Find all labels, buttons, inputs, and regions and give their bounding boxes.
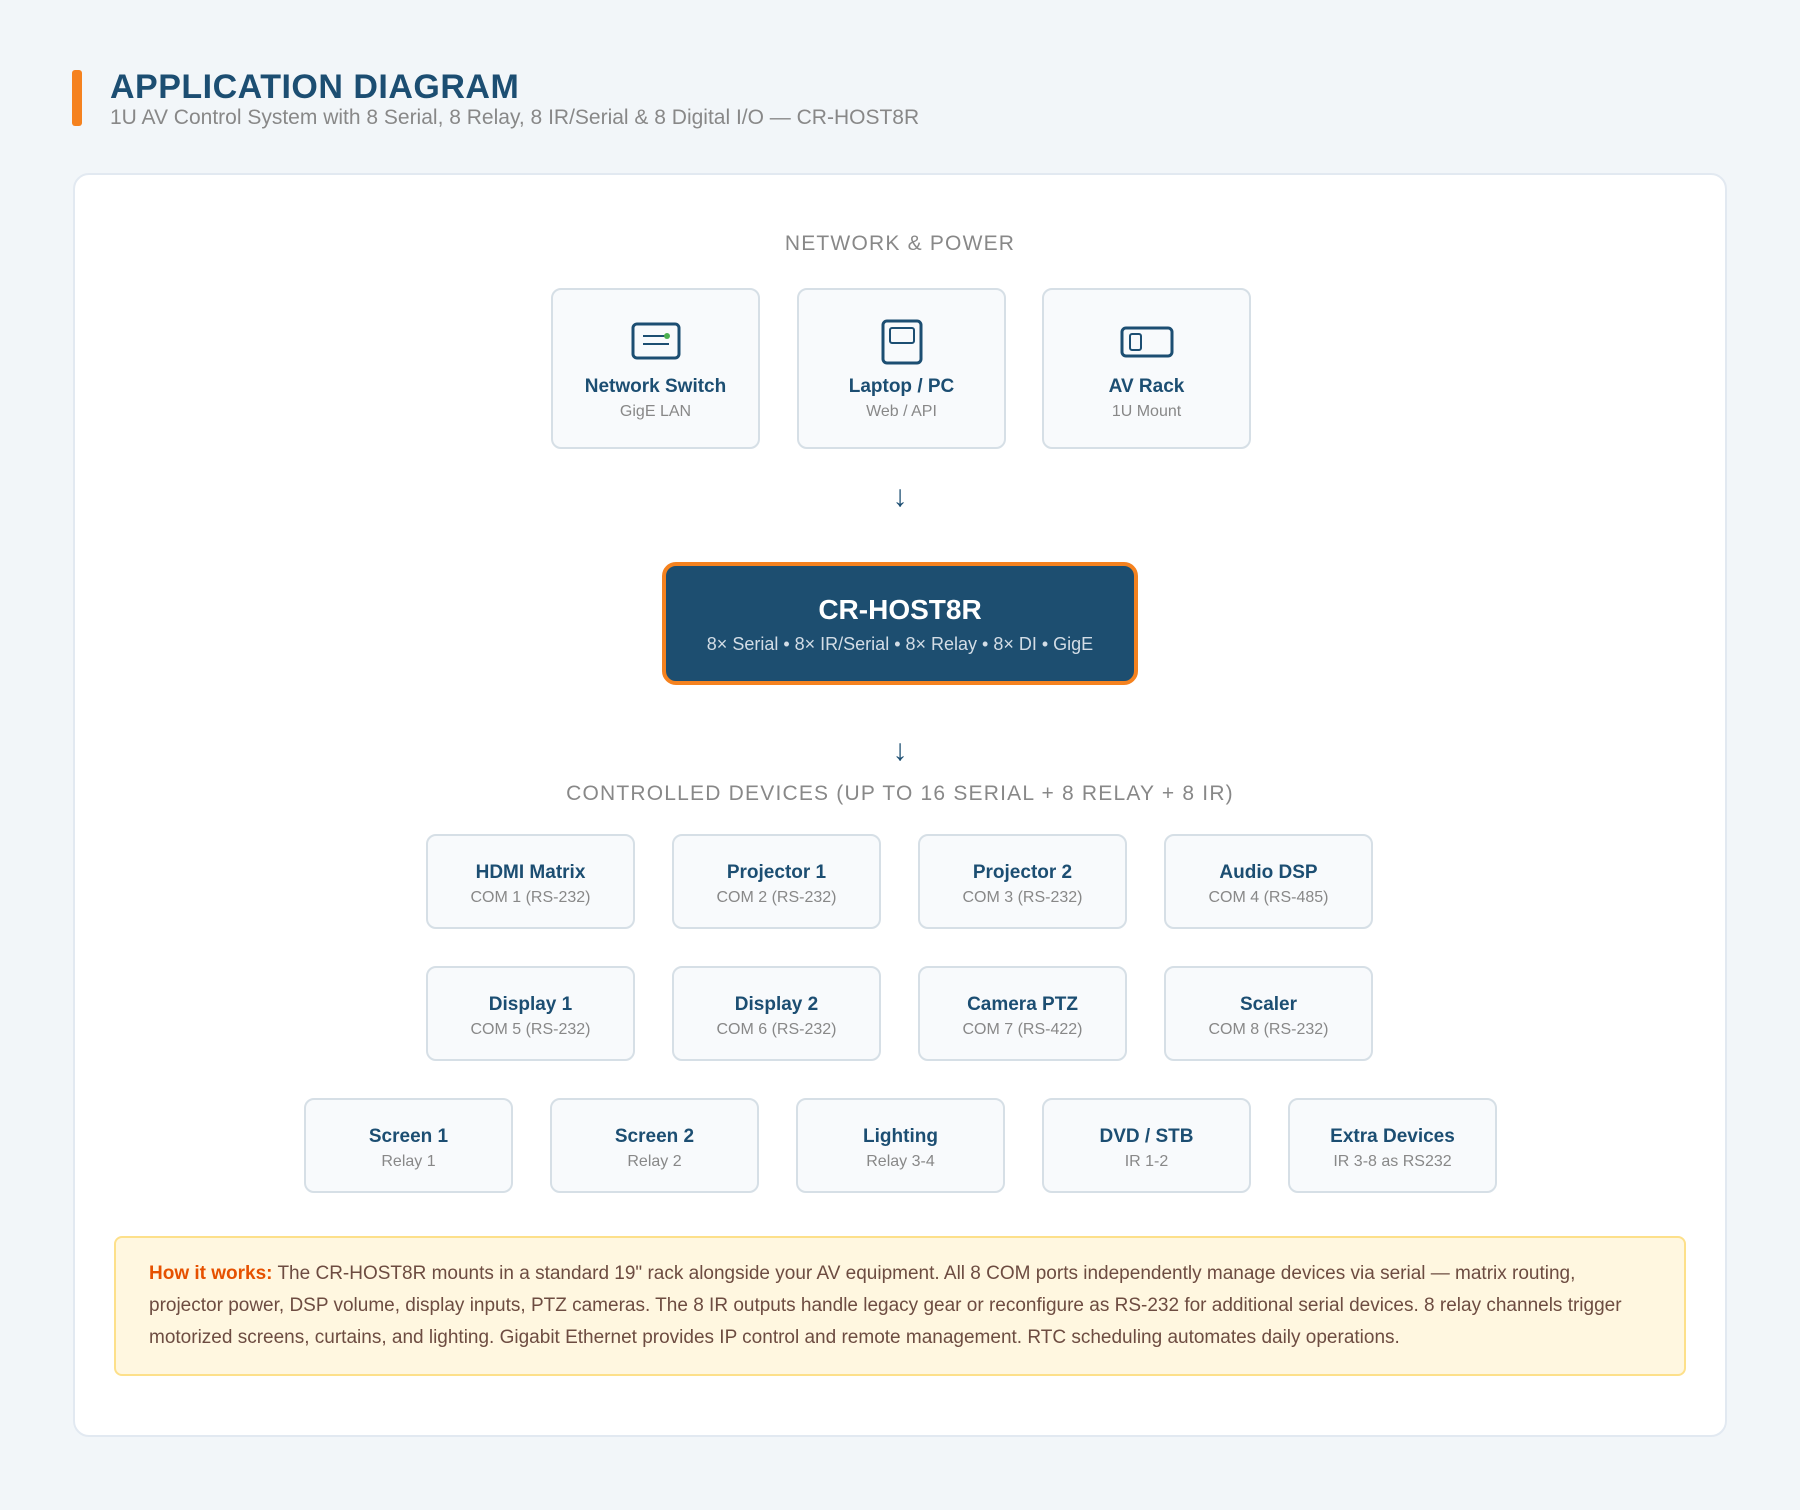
- device-card-projector-1: Projector 1 COM 2 (RS-232): [672, 834, 881, 929]
- card-name: Display 1: [488, 994, 573, 1015]
- page-subtitle: 1U AV Control System with 8 Serial, 8 Re…: [110, 106, 920, 129]
- card-sub: COM 5 (RS-232): [470, 1021, 591, 1038]
- av-rack-card: AV Rack 1U Mount: [1042, 288, 1251, 449]
- card-name: Network Switch: [584, 376, 727, 397]
- hub-title: CR-HOST8R: [818, 594, 982, 625]
- card-sub: GigE LAN: [619, 403, 692, 420]
- note-text: The CR-HOST8R mounts in a standard 19" r…: [149, 1263, 1622, 1348]
- card-sub: IR 3-8 as RS232: [1333, 1153, 1452, 1170]
- card-name: Display 2: [734, 994, 819, 1015]
- network-switch-icon: [631, 322, 680, 360]
- card-name: Scaler: [1239, 994, 1298, 1015]
- card-name: Screen 1: [368, 1126, 449, 1147]
- rack-icon: [1120, 326, 1173, 358]
- device-card-dvd-stb: DVD / STB IR 1-2: [1042, 1098, 1251, 1193]
- device-card-display-1: Display 1 COM 5 (RS-232): [426, 966, 635, 1061]
- note-label: How it works:: [149, 1263, 273, 1284]
- arrow-down-icon: ↓: [892, 734, 908, 767]
- laptop-pc-card: Laptop / PC Web / API: [797, 288, 1006, 449]
- network-section-label: NETWORK & POWER: [784, 232, 1016, 255]
- card-name: Lighting: [863, 1126, 938, 1147]
- card-sub: COM 8 (RS-232): [1208, 1021, 1329, 1038]
- card-sub: Relay 3-4: [866, 1153, 935, 1170]
- card-sub: Relay 1: [381, 1153, 436, 1170]
- card-name: Extra Devices: [1330, 1126, 1455, 1147]
- card-name: Screen 2: [614, 1126, 695, 1147]
- network-switch-card: Network Switch GigE LAN: [551, 288, 760, 449]
- card-name: Camera PTZ: [967, 994, 1078, 1015]
- device-card-extra-devices: Extra Devices IR 3-8 as RS232: [1288, 1098, 1497, 1193]
- card-name: AV Rack: [1108, 376, 1185, 397]
- card-name: Laptop / PC: [848, 376, 955, 397]
- card-sub: COM 6 (RS-232): [716, 1021, 837, 1038]
- device-card-lighting: Lighting Relay 3-4: [796, 1098, 1005, 1193]
- how-it-works-note: How it works: The CR-HOST8R mounts in a …: [114, 1236, 1686, 1376]
- page-title: APPLICATION DIAGRAM: [110, 68, 520, 106]
- device-card-camera-ptz: Camera PTZ COM 7 (RS-422): [918, 966, 1127, 1061]
- cr-host8r-hub: CR-HOST8R 8× Serial • 8× IR/Serial • 8× …: [662, 562, 1138, 685]
- card-name: Projector 2: [972, 862, 1073, 883]
- card-sub: COM 3 (RS-232): [962, 889, 1083, 906]
- card-name: DVD / STB: [1099, 1126, 1194, 1147]
- device-card-scaler: Scaler COM 8 (RS-232): [1164, 966, 1373, 1061]
- device-card-screen-2: Screen 2 Relay 2: [550, 1098, 759, 1193]
- card-sub: Web / API: [866, 403, 937, 420]
- devices-section-label: CONTROLLED DEVICES (UP TO 16 SERIAL + 8 …: [566, 782, 1234, 805]
- device-card-display-2: Display 2 COM 6 (RS-232): [672, 966, 881, 1061]
- card-sub: COM 2 (RS-232): [716, 889, 837, 906]
- card-name: Projector 1: [726, 862, 827, 883]
- device-card-hdmi-matrix: HDMI Matrix COM 1 (RS-232): [426, 834, 635, 929]
- device-card-projector-2: Projector 2 COM 3 (RS-232): [918, 834, 1127, 929]
- device-card-audio-dsp: Audio DSP COM 4 (RS-485): [1164, 834, 1373, 929]
- hub-specs: 8× Serial • 8× IR/Serial • 8× Relay • 8×…: [706, 634, 1094, 654]
- card-sub: COM 1 (RS-232): [470, 889, 591, 906]
- header-accent-bar: [72, 70, 82, 126]
- card-sub: IR 1-2: [1124, 1153, 1169, 1170]
- device-card-screen-1: Screen 1 Relay 1: [304, 1098, 513, 1193]
- card-name: HDMI Matrix: [475, 862, 586, 883]
- card-name: Audio DSP: [1219, 862, 1318, 883]
- arrow-down-icon: ↓: [892, 480, 908, 513]
- laptop-icon: [881, 319, 922, 365]
- card-sub: COM 7 (RS-422): [962, 1021, 1083, 1038]
- card-sub: 1U Mount: [1111, 403, 1182, 420]
- card-sub: Relay 2: [627, 1153, 682, 1170]
- card-sub: COM 4 (RS-485): [1208, 889, 1329, 906]
